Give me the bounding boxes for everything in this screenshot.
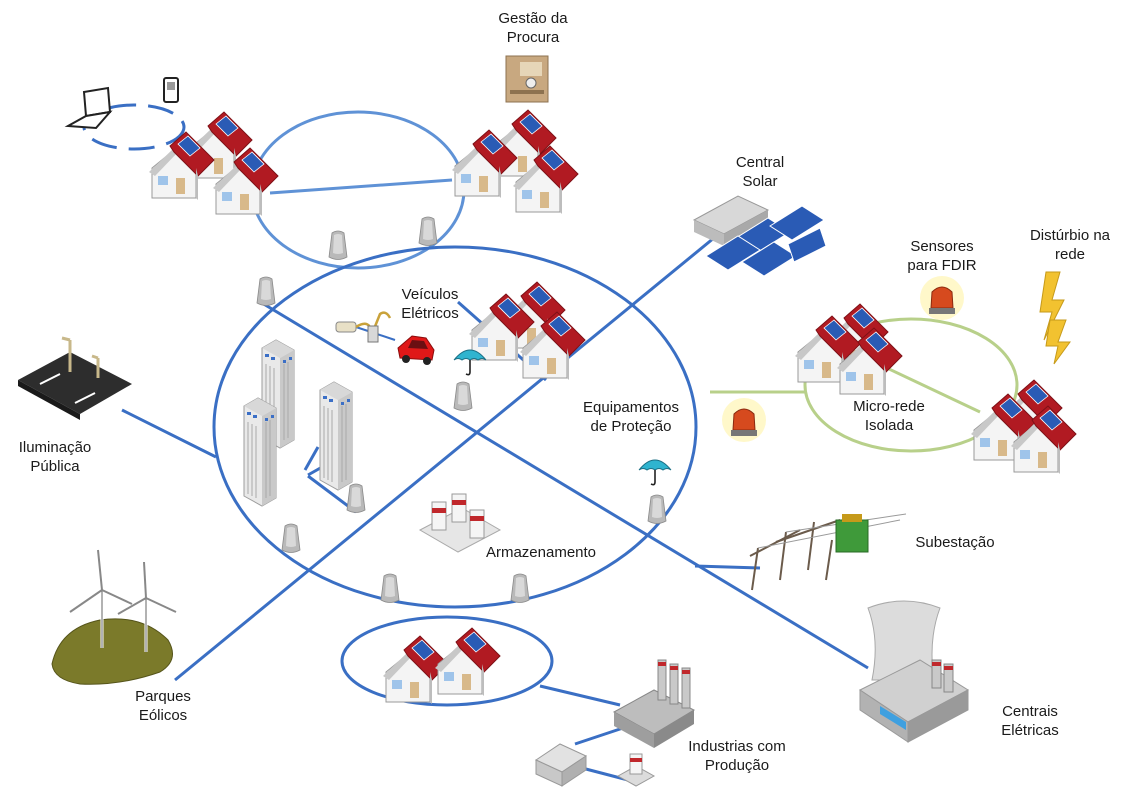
- label-line: Industrias com: [688, 738, 786, 755]
- storage-icon: [418, 493, 502, 553]
- label-line: rede: [1054, 246, 1086, 263]
- label-micro-rede: Micro-rede Isolada: [834, 397, 944, 435]
- label-equipamentos-protecao: Equipamentos de Proteção: [566, 398, 696, 436]
- label-line: Subestação: [915, 534, 995, 551]
- wind-farm-icon: [51, 549, 177, 685]
- ev-charger-icon: [335, 311, 392, 343]
- label-line: Micro-rede: [853, 398, 925, 415]
- label-subestacao: Subestação: [900, 533, 1010, 552]
- microgrid-ring: [803, 317, 1019, 453]
- label-line: Isolada: [864, 417, 914, 434]
- label-line: Iluminação: [18, 439, 92, 456]
- label-line: Distúrbio na: [1029, 227, 1111, 244]
- electric-car-icon: [397, 335, 435, 365]
- label-sensores-fdir: Sensores para FDIR: [890, 237, 994, 275]
- label-line: Produção: [704, 757, 770, 774]
- industry-ring: [340, 615, 554, 707]
- label-line: Elétricas: [1001, 722, 1059, 739]
- label-armazenamento: Armazenamento: [468, 543, 614, 562]
- label-disturbio-rede: Distúrbio na rede: [1014, 226, 1126, 264]
- label-line: Pública: [30, 458, 80, 475]
- label-line: Elétricos: [401, 305, 459, 322]
- label-line: Armazenamento: [485, 544, 597, 561]
- solar-plant-icon: [692, 195, 827, 277]
- label-line: Eólicos: [138, 707, 188, 724]
- label-line: de Proteção: [590, 418, 672, 435]
- label-line: para FDIR: [907, 257, 977, 274]
- label-iluminacao-publica: Iluminação Pública: [0, 438, 110, 476]
- main-grid-ring: [212, 245, 698, 609]
- smart-meter-icon: [505, 55, 549, 103]
- phone-icon: [163, 77, 179, 103]
- label-central-solar: Central Solar: [720, 153, 800, 191]
- laptop-icon: [64, 86, 113, 130]
- house-cluster-left: [148, 111, 279, 217]
- label-line: Procura: [506, 29, 560, 46]
- label-gestao-procura: Gestão da Procura: [478, 9, 588, 47]
- lightning-bolt-icon: [1039, 271, 1071, 365]
- fdir-sensor-alarm-icon: [919, 275, 965, 321]
- label-line: Solar: [742, 173, 778, 190]
- street-lighting-icon: [18, 336, 132, 420]
- umbrella-icon: [638, 459, 672, 486]
- house-cluster-ev: [468, 281, 586, 381]
- warehouse-icon: [534, 743, 588, 787]
- power-plant-icon: [859, 600, 969, 743]
- label-line: Gestão da: [498, 10, 568, 27]
- protection-alarm-icon: [721, 397, 767, 443]
- label-veiculos-eletricos: Veículos Elétricos: [385, 285, 475, 323]
- label-line: Veículos: [401, 286, 459, 303]
- label-line: Parques: [135, 688, 191, 705]
- label-line: Sensores: [910, 238, 974, 255]
- label-centrais-eletricas: Centrais Elétricas: [984, 702, 1076, 740]
- house-cluster-microgrid-bottom: [970, 379, 1077, 475]
- house-cluster-right: [451, 109, 579, 215]
- label-line: Equipamentos: [583, 399, 679, 416]
- label-industrias-producao: Industrias com Produção: [672, 737, 802, 775]
- substation-icon: [749, 513, 907, 591]
- storage-tank-icon: [616, 753, 656, 787]
- house-cluster-microgrid-top: [794, 303, 903, 397]
- factory-icon: [612, 659, 696, 748]
- label-line: Central: [735, 154, 785, 171]
- label-parques-eolicos: Parques Eólicos: [118, 687, 208, 725]
- house-cluster-industry: [382, 627, 501, 705]
- office-buildings-icon: [243, 339, 353, 507]
- label-line: Centrais: [1002, 703, 1058, 720]
